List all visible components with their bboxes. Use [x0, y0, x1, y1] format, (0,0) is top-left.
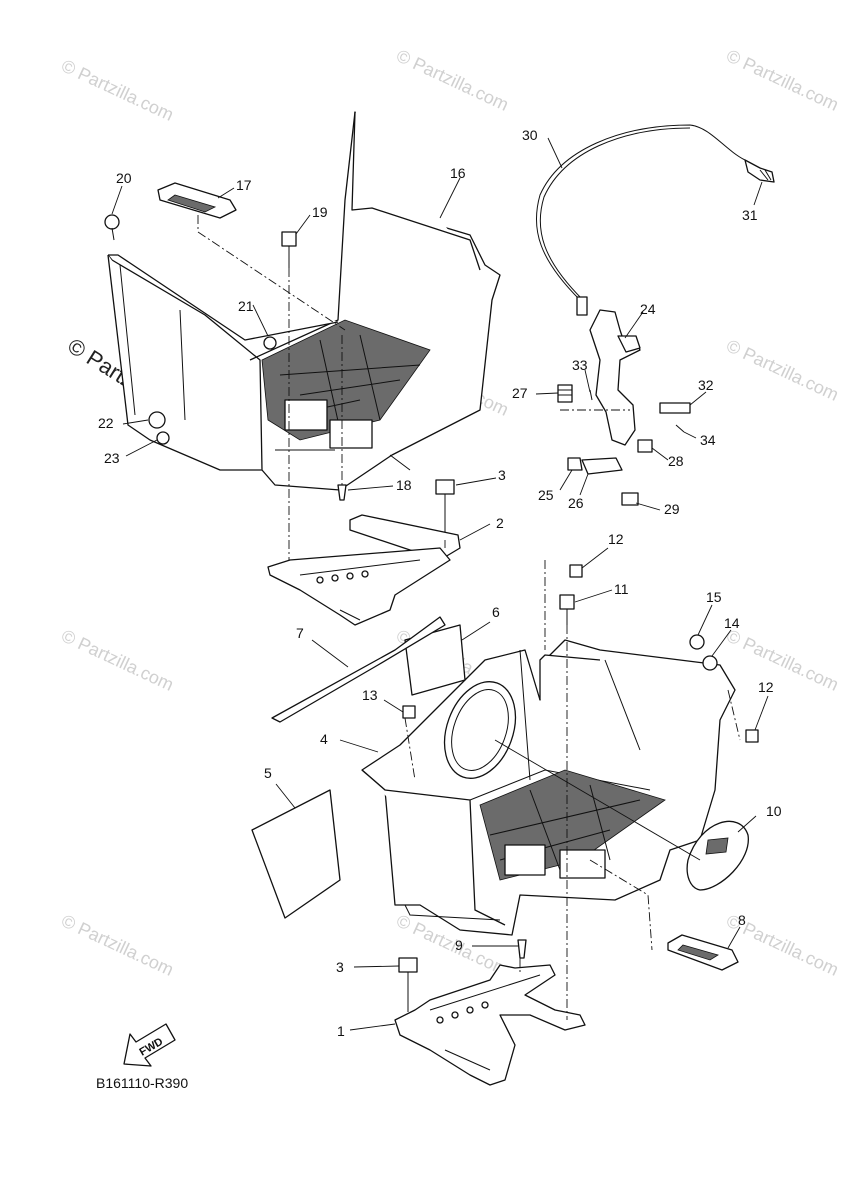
brake-hardware	[557, 384, 691, 506]
bracket-2	[267, 514, 461, 626]
callout-28: 28	[668, 453, 684, 469]
bolt-12-side-icon	[745, 729, 759, 743]
callouts: 1 2 3 3 4 5 6 7 8 9 10 11 12 12 13 14 15…	[98, 127, 782, 1039]
callout-32: 32	[698, 377, 714, 393]
diagram-code: B161110-R390	[96, 1075, 188, 1091]
bolt-28-icon	[637, 439, 653, 453]
washer-25-icon	[567, 457, 583, 471]
cap-10	[686, 820, 749, 891]
cable-end-icon	[576, 296, 588, 316]
nut-15-icon	[689, 634, 705, 650]
callout-3-upper: 3	[498, 467, 506, 483]
callout-9: 9	[455, 937, 463, 953]
washer-14-icon	[702, 655, 718, 671]
bolt-19-icon	[281, 231, 297, 247]
brake-lever-24	[589, 309, 641, 446]
watermark: © Partzilla.com	[393, 45, 511, 114]
step-plate-17	[157, 182, 237, 219]
spring-27-icon	[557, 384, 573, 403]
leader-lines	[111, 137, 769, 1031]
sheets	[251, 616, 466, 919]
callout-2: 2	[496, 515, 504, 531]
callout-24: 24	[640, 301, 656, 317]
filler-opening	[443, 681, 517, 779]
watermark: © Partzilla.com	[58, 55, 176, 124]
callout-23: 23	[104, 450, 120, 466]
watermark: © Partzilla.com	[723, 625, 841, 694]
forward-arrow: FWD	[123, 1023, 176, 1067]
callout-3-lower: 3	[336, 959, 344, 975]
callout-14: 14	[724, 615, 740, 631]
bracket-1	[394, 964, 586, 1086]
callout-33: 33	[572, 357, 588, 373]
nut-23-icon	[156, 431, 170, 445]
bolt-3-lower-icon	[398, 957, 418, 973]
callout-7: 7	[296, 625, 304, 641]
callout-26: 26	[568, 495, 584, 511]
callout-11: 11	[614, 581, 629, 597]
sheet-5	[251, 789, 341, 919]
forward-arrow-icon	[123, 1023, 176, 1067]
callout-6: 6	[492, 604, 500, 620]
callout-29: 29	[664, 501, 680, 517]
washer-22-icon	[148, 411, 166, 429]
callout-27: 27	[512, 385, 528, 401]
bolts-lower	[398, 564, 759, 1012]
callout-17: 17	[236, 177, 252, 193]
bolt-20-icon	[104, 214, 120, 230]
callout-21: 21	[238, 298, 254, 314]
bolt-3-upper-icon	[435, 479, 455, 495]
upper-floorboard	[107, 111, 501, 491]
callout-16: 16	[450, 165, 466, 181]
brake-cable-30	[535, 124, 775, 316]
pin-9-icon	[517, 939, 527, 959]
callout-34: 34	[700, 432, 716, 448]
sheet-7	[271, 616, 446, 723]
callout-25: 25	[538, 487, 554, 503]
callout-19: 19	[312, 204, 328, 220]
watermark: © Partzilla.com	[723, 45, 841, 114]
sheet-6	[404, 624, 466, 696]
pin-18-icon	[337, 484, 347, 501]
callout-22: 22	[98, 415, 114, 431]
watermark: © Partzilla.com	[58, 625, 176, 694]
callout-12-top: 12	[608, 531, 624, 547]
callout-31: 31	[742, 207, 758, 223]
bolt-11-icon	[559, 594, 575, 610]
watermark: © Partzilla.com	[58, 910, 176, 979]
callout-15: 15	[706, 589, 722, 605]
bolt-12-top-icon	[569, 564, 583, 578]
callout-30: 30	[522, 127, 538, 143]
step-plate-8	[667, 934, 739, 971]
bolts-upper	[104, 214, 455, 540]
callout-18: 18	[396, 477, 412, 493]
collar-26-icon	[581, 457, 623, 475]
bolt-13-icon	[402, 705, 416, 719]
callout-13: 13	[362, 687, 378, 703]
callout-1: 1	[337, 1023, 345, 1039]
watermark: © Partzilla.com	[723, 335, 841, 404]
callout-8: 8	[738, 912, 746, 928]
callout-5: 5	[264, 765, 272, 781]
reference-lines	[197, 215, 741, 1020]
spring-31-icon	[744, 159, 775, 183]
callout-4: 4	[320, 731, 328, 747]
callout-12-side: 12	[758, 679, 774, 695]
bolt-21-icon	[263, 336, 277, 350]
nut-29-icon	[621, 492, 639, 506]
callout-10: 10	[766, 803, 782, 819]
pin-32-icon	[659, 402, 691, 414]
callout-20: 20	[116, 170, 132, 186]
